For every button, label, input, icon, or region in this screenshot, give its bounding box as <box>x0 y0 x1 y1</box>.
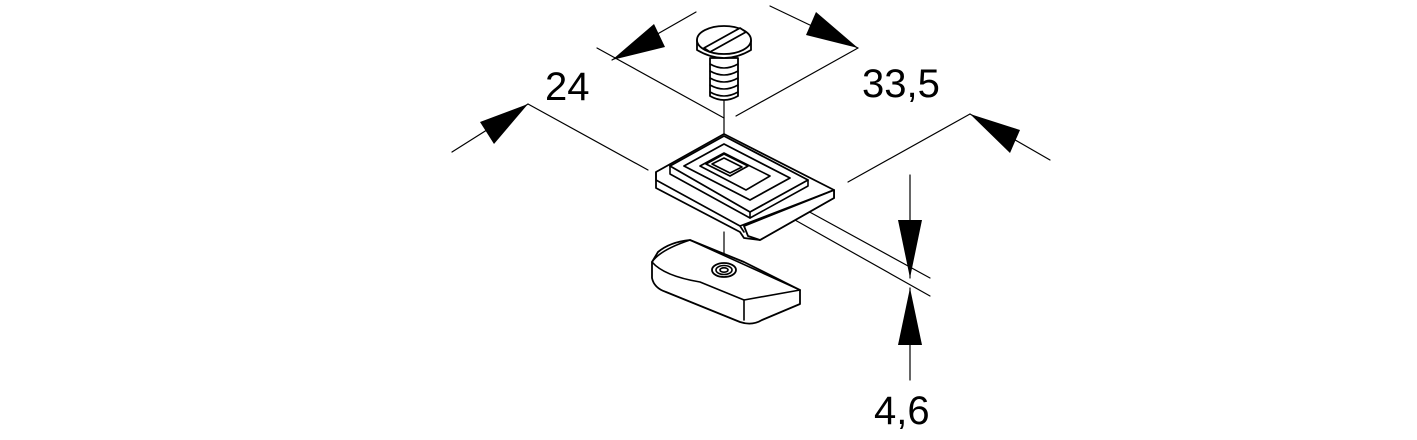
dimension-4-6: 4,6 <box>794 174 931 433</box>
dimension-24: 24 <box>451 11 725 171</box>
square-clip-icon <box>655 133 835 241</box>
dimension-label-33-5: 33,5 <box>862 62 940 106</box>
slotted-screw-icon <box>696 25 752 101</box>
dimension-33-5: 33,5 <box>735 5 1051 183</box>
square-nut-icon <box>651 239 801 325</box>
dimension-label-24: 24 <box>545 65 590 109</box>
dimension-label-4-6: 4,6 <box>874 389 930 433</box>
